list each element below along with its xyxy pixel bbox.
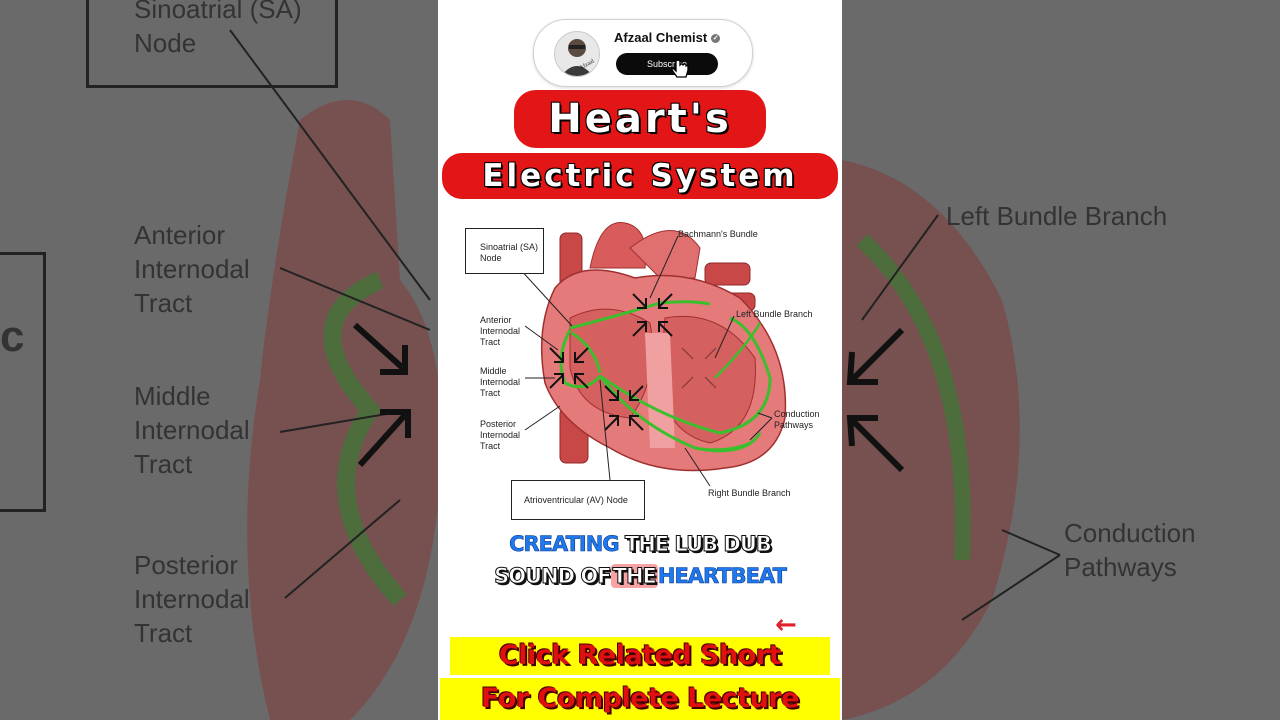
caption-word-lub-dub: THE LUB DUB: [624, 532, 772, 557]
background-posterior-label: Posterior Internodal Tract: [134, 550, 250, 648]
caption-word-the: THE: [610, 564, 658, 589]
caption-word-heartbeat: HEARTBEAT: [657, 564, 788, 589]
background-right-panel: Left Bundle Branch Conduction Pathways: [842, 0, 1280, 720]
channel-name-row: Afzaal Chemist✓: [614, 30, 721, 45]
short-video-frame: Afzaal Afzaal Chemist✓ Subscribe Heart's…: [438, 0, 842, 720]
person-icon: [561, 39, 593, 76]
label-bachmann: Bachmann's Bundle: [678, 229, 758, 239]
background-left-panel: Sinoatrial (SA) Node Anterior Internodal…: [0, 0, 438, 720]
background-fragment-box: [0, 252, 46, 512]
channel-avatar[interactable]: Afzaal: [554, 31, 600, 77]
sa-node-box: [465, 228, 544, 274]
banner-line-1[interactable]: Click Related Short: [450, 637, 830, 675]
caption-line-2: SOUND OFTHEHEARTBEAT: [438, 564, 842, 589]
label-av-node: Atrioventricular (AV) Node: [524, 495, 628, 505]
label-left-bundle: Left Bundle Branch: [736, 309, 813, 319]
title-line-2: Electric System: [442, 153, 838, 199]
title-line-1: Heart's: [514, 90, 766, 148]
label-sa-node: Sinoatrial (SA) Node: [480, 242, 539, 263]
caption-line-1: CREATING THE LUB DUB: [438, 532, 842, 557]
background-sa-box: [86, 0, 338, 88]
subscribe-button[interactable]: Subscribe: [616, 53, 718, 75]
caption-word-creating: CREATING: [509, 532, 620, 557]
background-left-bundle-label: Left Bundle Branch: [946, 201, 1168, 231]
background-fragment-letter: c: [0, 312, 25, 361]
background-anterior-label: Anterior Internodal Tract: [134, 220, 250, 318]
label-middle: Middle Internodal Tract: [480, 366, 521, 398]
left-arrow-icon: ←: [775, 610, 797, 640]
label-right-bundle: Right Bundle Branch: [708, 488, 791, 498]
background-leader-lines-right: [846, 214, 1061, 621]
caption-word-sound-of: SOUND OF: [494, 564, 613, 589]
channel-name: Afzaal Chemist: [614, 30, 708, 45]
hand-cursor-icon: [671, 59, 689, 78]
av-node-box: [511, 480, 645, 520]
heart-illustration: [507, 222, 787, 487]
background-leader-lines-left: [229, 29, 431, 599]
background-sa-label: Sinoatrial (SA) Node: [134, 0, 302, 58]
label-conduction: Conduction Pathways: [774, 409, 820, 430]
label-posterior: Posterior Internodal Tract: [480, 419, 521, 451]
heart-diagram: Sinoatrial (SA) Node Bachmann's Bundle A…: [460, 208, 830, 526]
channel-card[interactable]: Afzaal Afzaal Chemist✓ Subscribe: [533, 19, 753, 87]
label-anterior: Anterior Internodal Tract: [480, 315, 521, 347]
background-heart-right: [842, 160, 1020, 720]
background-middle-label: Middle Internodal Tract: [134, 381, 250, 479]
background-heart-left: [247, 100, 438, 720]
banner-line-2[interactable]: For Complete Lecture: [440, 678, 840, 720]
verified-check-icon: ✓: [711, 34, 721, 44]
background-conduction-label: Conduction Pathways: [1064, 518, 1196, 582]
